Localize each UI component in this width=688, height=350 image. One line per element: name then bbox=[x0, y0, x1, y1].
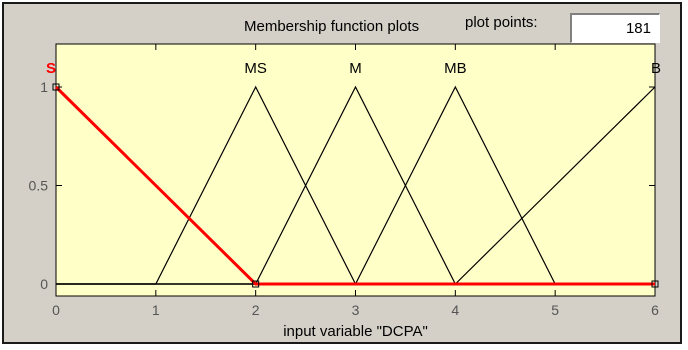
y-tick-label: 0.5 bbox=[29, 178, 49, 194]
x-tick-label: 6 bbox=[651, 302, 659, 318]
x-tick-label: 1 bbox=[152, 302, 160, 318]
mf-label-m: M bbox=[349, 60, 362, 77]
mf-label-ms: MS bbox=[244, 60, 267, 77]
x-tick-label: 5 bbox=[551, 302, 559, 318]
mf-vertex-handle bbox=[651, 280, 659, 288]
x-tick-label: 2 bbox=[252, 302, 260, 318]
mf-label-s: S bbox=[46, 60, 56, 77]
mf-label-b: B bbox=[651, 60, 661, 77]
panel-title: Membership function plots bbox=[244, 18, 420, 35]
x-axis-label: input variable "DCPA" bbox=[283, 323, 428, 340]
mf-vertex-handle bbox=[252, 280, 260, 288]
y-tick-label: 0 bbox=[40, 276, 48, 292]
y-tick-label: 1 bbox=[40, 79, 48, 95]
mf-vertex-handle bbox=[52, 83, 60, 91]
x-tick-label: 4 bbox=[451, 302, 459, 318]
x-tick-label: 3 bbox=[352, 302, 360, 318]
plot-area bbox=[55, 43, 656, 297]
plot-points-label: plot points: bbox=[465, 14, 538, 31]
mf-line-s bbox=[54, 85, 655, 286]
mf-label-mb: MB bbox=[444, 60, 467, 77]
plot-points-input[interactable] bbox=[570, 13, 660, 43]
x-tick-label: 0 bbox=[52, 302, 60, 318]
